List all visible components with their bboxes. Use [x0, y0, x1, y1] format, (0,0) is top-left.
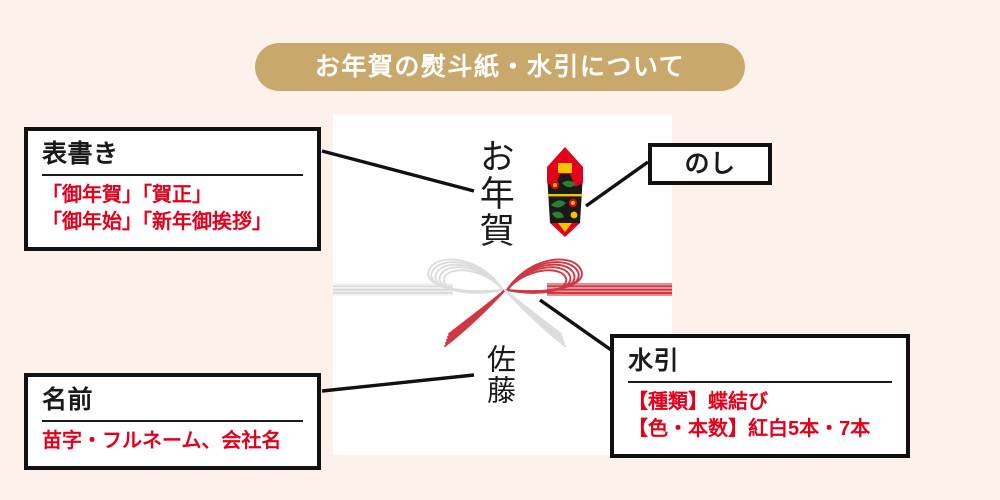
callout-mizuhiki-line-2: 【色・本数】紅白5本・7本: [628, 417, 871, 440]
callout-omotegaki-body: 「御年賀」「賀正」 「御年始」「新年御挨拶」: [42, 176, 303, 236]
callout-namae-heading: 名前: [42, 386, 303, 422]
callout-mizuhiki-line-1: 【種類】蝶結び: [628, 390, 768, 413]
callout-mizuhiki: 水引 【種類】蝶結び 【色・本数】紅白5本・7本: [610, 334, 910, 458]
noshi-omotegaki-text: お年賀: [474, 138, 514, 249]
callout-mizuhiki-body: 【種類】蝶結び 【色・本数】紅白5本・7本: [628, 383, 892, 443]
noshi-name-text: 佐藤: [482, 344, 515, 406]
mizuhiki-bow-icon: [427, 258, 583, 347]
mizuhiki-band-right: [547, 283, 672, 296]
callout-omotegaki: 表書き 「御年賀」「賀正」 「御年始」「新年御挨拶」: [24, 127, 321, 251]
page-title: お年賀の熨斗紙・水引について: [314, 52, 686, 81]
callout-namae-line-1: 苗字・フルネーム、会社名: [42, 429, 282, 452]
callout-mizuhiki-heading: 水引: [628, 347, 892, 383]
callout-omotegaki-line-2: 「御年始」「新年御挨拶」: [42, 210, 272, 233]
page-title-pill: お年賀の熨斗紙・水引について: [255, 43, 745, 91]
callout-noshi: のし: [648, 143, 772, 185]
noshi-ornament-icon: [547, 147, 583, 237]
callout-namae-body: 苗字・フルネーム、会社名: [42, 422, 303, 455]
callout-omotegaki-heading: 表書き: [42, 140, 303, 176]
callout-noshi-heading: のし: [684, 149, 736, 178]
callout-namae: 名前 苗字・フルネーム、会社名: [24, 373, 321, 470]
mizuhiki-band-left: [333, 283, 453, 296]
callout-omotegaki-line-1: 「御年賀」「賀正」: [42, 183, 212, 206]
